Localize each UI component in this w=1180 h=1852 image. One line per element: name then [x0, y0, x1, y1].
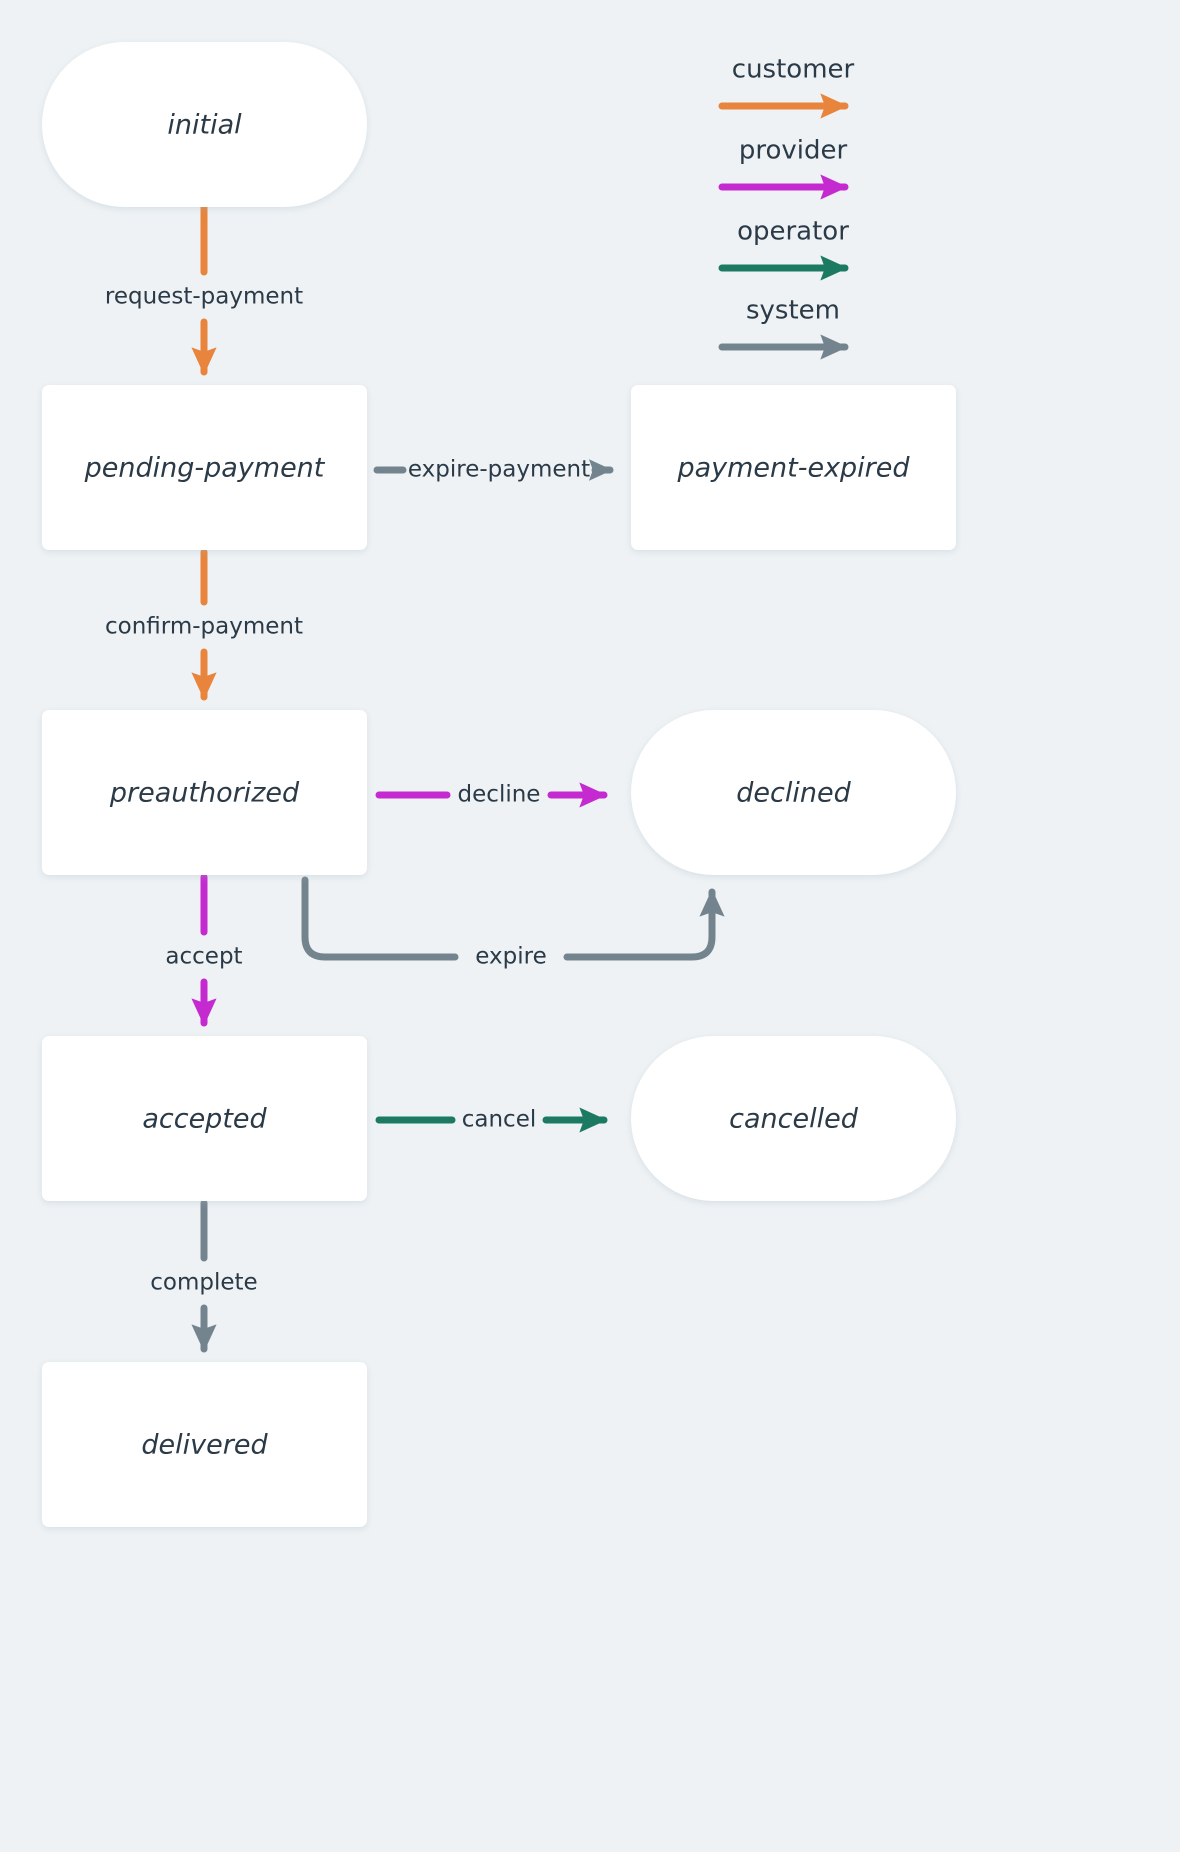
node-label-delivered: delivered — [141, 1430, 268, 1461]
legend-label-provider: provider — [739, 136, 848, 166]
node-delivered[interactable]: delivered — [42, 1362, 367, 1527]
legend-label-customer: customer — [732, 55, 855, 85]
legend-label-system: system — [746, 296, 840, 326]
legend-item-operator: operator — [718, 217, 849, 281]
edge-label-confirm-payment: confirm-payment — [105, 614, 303, 640]
node-cancelled[interactable]: cancelled — [631, 1036, 956, 1201]
edge-confirm-payment: confirm-payment — [105, 548, 303, 701]
edge-label-expire: expire — [475, 944, 546, 970]
node-label-accepted: accepted — [142, 1104, 267, 1135]
edge-expire: expire — [301, 876, 725, 970]
edge-label-complete: complete — [150, 1270, 257, 1296]
node-label-pending-payment: pending-payment — [84, 453, 326, 484]
edge-decline: decline — [375, 782, 608, 808]
edge-cancel: cancel — [375, 1107, 608, 1133]
legend-label-operator: operator — [737, 217, 849, 247]
edge-label-expire-payment: expire-payment — [408, 457, 590, 483]
node-label-declined: declined — [736, 778, 851, 809]
node-pending-payment[interactable]: pending-payment — [42, 385, 367, 550]
node-label-cancelled: cancelled — [729, 1104, 859, 1135]
edge-label-decline: decline — [458, 782, 541, 808]
edge-label-cancel: cancel — [462, 1107, 537, 1133]
legend: customer provider operator system — [718, 55, 855, 360]
node-preauthorized[interactable]: preauthorized — [42, 710, 367, 875]
node-label-payment-expired: payment-expired — [676, 453, 910, 484]
edge-complete: complete — [150, 1199, 258, 1353]
legend-item-provider: provider — [718, 136, 849, 200]
legend-item-customer: customer — [718, 55, 855, 119]
edge-accept: accept — [165, 873, 243, 1027]
edge-label-accept: accept — [165, 944, 242, 970]
edge-label-request-payment: request-payment — [105, 284, 303, 310]
node-label-initial: initial — [167, 110, 242, 141]
edge-request-payment: request-payment — [105, 203, 303, 376]
node-declined[interactable]: declined — [631, 710, 956, 875]
edge-expire-payment: expire-payment — [373, 457, 614, 483]
node-initial[interactable]: initial — [42, 42, 367, 207]
node-accepted[interactable]: accepted — [42, 1036, 367, 1201]
node-payment-expired[interactable]: payment-expired — [631, 385, 956, 550]
legend-item-system: system — [718, 296, 849, 360]
node-label-preauthorized: preauthorized — [109, 778, 300, 809]
